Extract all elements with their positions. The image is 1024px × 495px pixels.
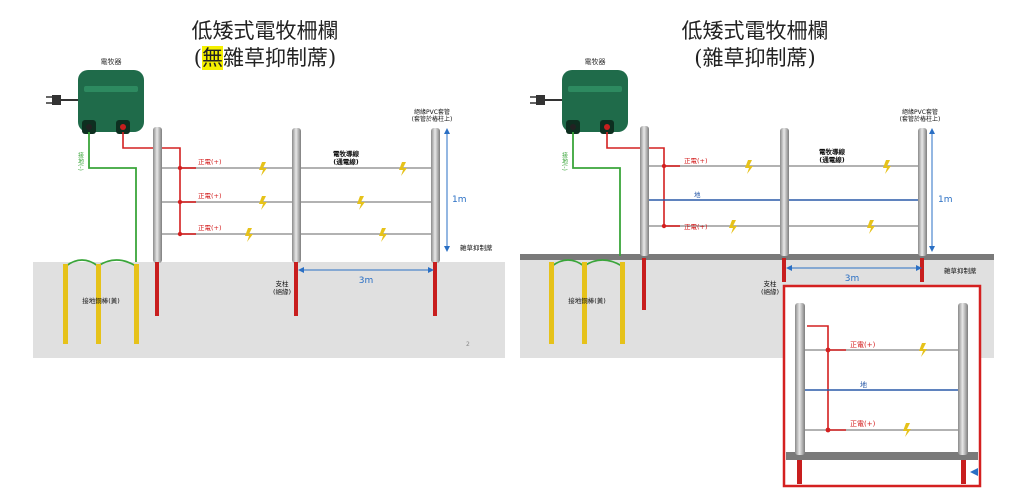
- right-insulator-label: 絕緣PVC套管(套管於樁柱上): [900, 108, 941, 123]
- left-title-highlight: 無: [202, 46, 223, 70]
- left-ground-rod-label: 接地銅棒(黃): [82, 296, 120, 305]
- right-post-label: 支柱(絕緣): [761, 279, 779, 296]
- inset-live-label-1: 正電(+): [850, 341, 876, 349]
- left-title-line2: (無雜草抑制蓆): [155, 45, 375, 72]
- left-title-line1: 低矮式電牧柵欄: [191, 19, 339, 43]
- right-fence-wire-label: 電牧導線(通電線): [819, 147, 846, 164]
- left-live-label-3: 正電(+): [198, 224, 222, 232]
- right-energizer: [562, 70, 628, 134]
- left-ground-wire-label: 接地(-): [77, 151, 84, 171]
- inset-live-label-2: 正電(+): [850, 420, 876, 428]
- right-plug-icon: [530, 95, 562, 105]
- left-insulator-label: 絕緣PVC套管(套管於樁柱上): [412, 108, 453, 123]
- left-panel: 電牧器 接地(-) 正電(+) 正電(+) 正電(+): [33, 57, 505, 358]
- left-energizer-label: 電牧器: [101, 57, 122, 66]
- right-live-label-1: 正電(+): [684, 157, 708, 165]
- left-title-paren: (: [193, 46, 202, 70]
- right-height-label: 1m: [938, 195, 953, 205]
- left-page-number: 2: [466, 341, 470, 348]
- right-title-line2: (雜草抑制蓆): [694, 46, 816, 70]
- left-spark-icons: [245, 162, 407, 242]
- right-zoom-inset: [782, 284, 982, 488]
- right-ground-rod-label: 接地銅棒(黃): [568, 296, 606, 305]
- left-ground-wire: [88, 132, 137, 262]
- right-ground-wire: [572, 132, 621, 256]
- left-height-label: 1m: [452, 195, 467, 205]
- left-posts: [153, 127, 440, 316]
- left-live-label-1: 正電(+): [198, 158, 222, 166]
- right-posts: [640, 126, 927, 310]
- right-title: 低矮式電牧柵欄 (雜草抑制蓆): [645, 18, 865, 72]
- right-spacing-label: 3m: [845, 274, 860, 284]
- left-title: 低矮式電牧柵欄 (無雜草抑制蓆): [155, 18, 375, 72]
- left-post-label: 支柱(絕緣): [273, 279, 291, 296]
- right-live-feed: [606, 132, 665, 226]
- left-live-feed: [122, 132, 181, 236]
- left-plug-icon: [46, 95, 78, 105]
- right-weed-mat: [520, 254, 994, 260]
- right-ground-wire-label: 接地(-): [561, 151, 568, 171]
- right-live-label-3: 正電(+): [684, 223, 708, 231]
- left-energizer: [78, 70, 144, 134]
- left-weed-mat-label: 雜草抑制蓆: [460, 243, 493, 252]
- left-title-rest: 雜草抑制蓆): [223, 46, 337, 70]
- right-energizer-label: 電牧器: [585, 57, 606, 66]
- right-spark-icons: [729, 160, 891, 234]
- right-ground-rods: [549, 259, 625, 344]
- left-spacing-label: 3m: [359, 276, 374, 286]
- left-live-label-2: 正電(+): [198, 192, 222, 200]
- right-weed-mat-label: 雜草抑制蓆: [944, 266, 977, 275]
- left-ground-rods: [63, 259, 139, 344]
- right-neutral-label: 地: [694, 190, 701, 199]
- inset-neutral-label: 地: [860, 380, 867, 389]
- left-ground: [33, 262, 505, 358]
- left-fence-wire-label: 電牧導線(通電線): [333, 149, 360, 166]
- right-panel: 電牧器 接地(-) 正電(+) 地 正電(+): [520, 57, 994, 488]
- right-title-line1: 低矮式電牧柵欄: [681, 19, 829, 43]
- left-fence-wire-label-text: 電牧導線(通電線): [333, 149, 360, 166]
